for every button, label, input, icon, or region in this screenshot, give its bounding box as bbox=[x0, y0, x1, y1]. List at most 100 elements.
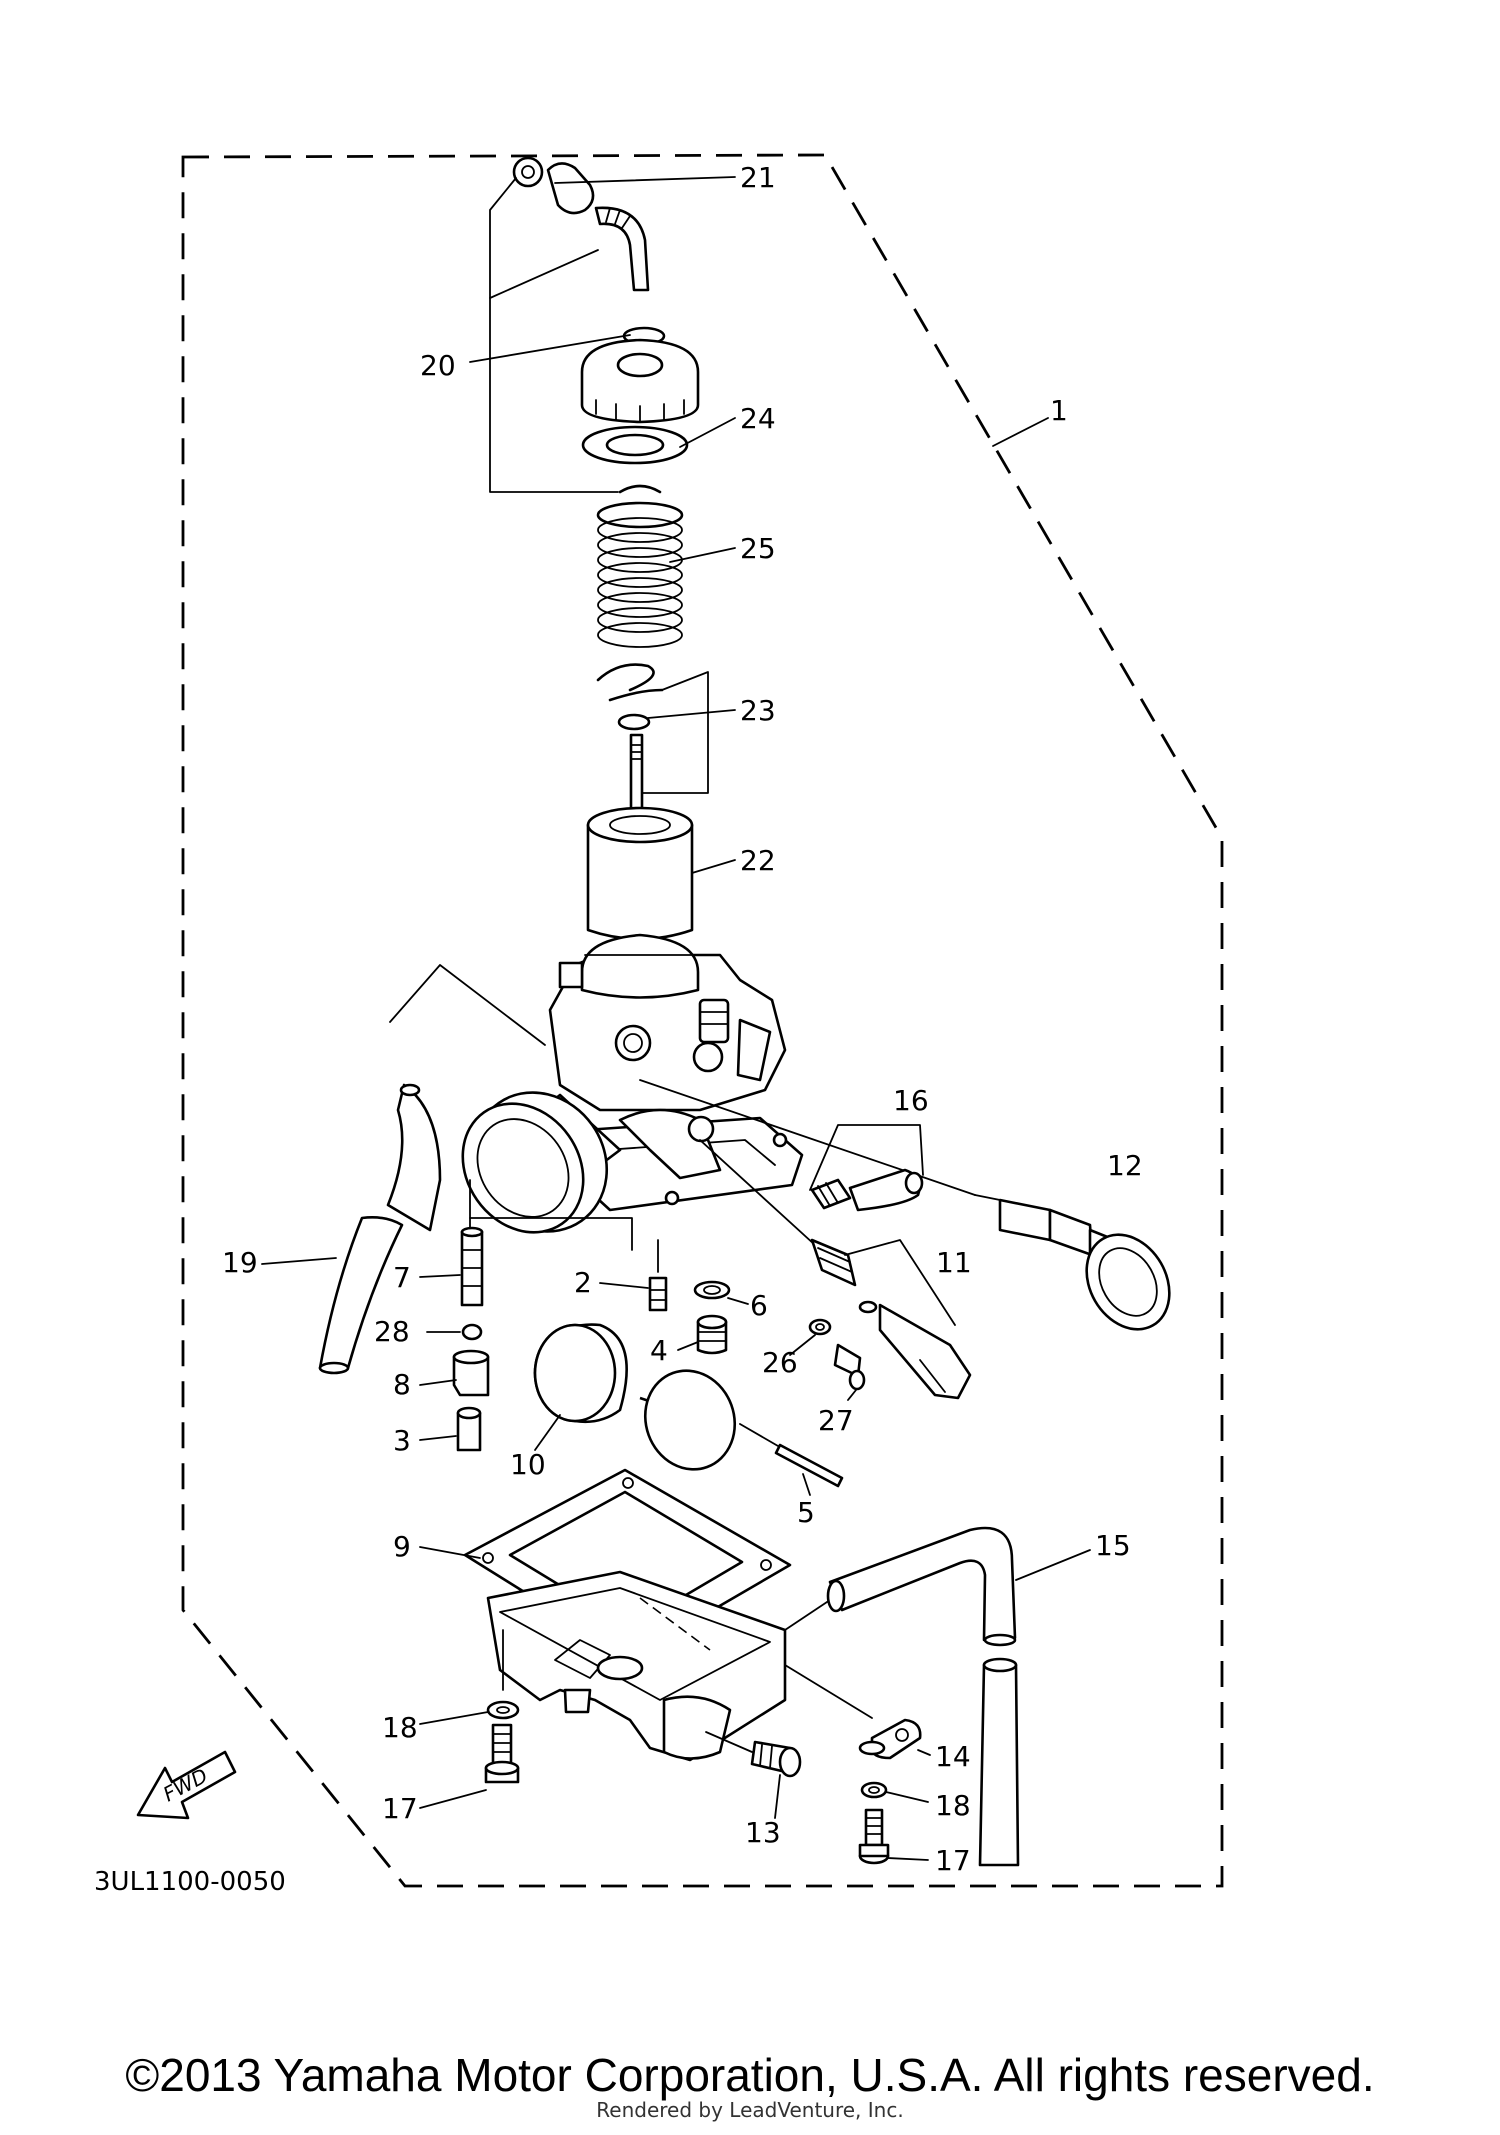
callout-25: 25 bbox=[740, 532, 776, 565]
callout-7: 7 bbox=[393, 1261, 411, 1294]
leader-21 bbox=[554, 176, 736, 184]
float-bowl bbox=[486, 1570, 787, 1762]
bracket-23 bbox=[641, 671, 709, 794]
main-jet-3 bbox=[456, 1406, 482, 1452]
leader-8 bbox=[419, 1379, 457, 1386]
axis-bowl-15 bbox=[784, 1599, 831, 1631]
leader-10 bbox=[534, 1414, 561, 1451]
callout-17b: 17 bbox=[935, 1844, 971, 1877]
jet-axis-bracket bbox=[469, 1217, 633, 1251]
throttle-stop-screw-11 bbox=[699, 1139, 972, 1400]
float-pin-5 bbox=[739, 1423, 844, 1488]
callout-28: 28 bbox=[374, 1315, 410, 1348]
pilot-screw-16 bbox=[810, 1168, 924, 1212]
callout-24: 24 bbox=[740, 402, 776, 435]
leader-15 bbox=[1015, 1549, 1091, 1581]
leader-4 bbox=[677, 1341, 699, 1351]
callout-13: 13 bbox=[745, 1816, 781, 1849]
callout-14: 14 bbox=[935, 1740, 971, 1773]
leader-17a bbox=[419, 1789, 487, 1809]
leader-6 bbox=[727, 1297, 749, 1305]
callout-3: 3 bbox=[393, 1424, 411, 1457]
vent-bracket bbox=[389, 964, 546, 1046]
axis-bowl-14 bbox=[784, 1664, 873, 1719]
throttle-valve-22 bbox=[586, 806, 694, 941]
leader-5 bbox=[802, 1473, 811, 1496]
gasket-ring-24 bbox=[581, 425, 689, 465]
overflow-tube-19 bbox=[318, 1083, 442, 1375]
bracket-20-25 bbox=[489, 177, 619, 493]
washer-18a bbox=[486, 1700, 520, 1720]
bracket-14 bbox=[858, 1718, 922, 1760]
screw-27 bbox=[833, 1343, 866, 1391]
callout-8: 8 bbox=[393, 1368, 411, 1401]
callout-17a: 17 bbox=[382, 1792, 418, 1825]
callout-27: 27 bbox=[818, 1404, 854, 1437]
leader-17b bbox=[887, 1857, 929, 1861]
drain-screw-13 bbox=[705, 1731, 802, 1778]
callout-18a: 18 bbox=[382, 1711, 418, 1744]
circlip bbox=[618, 484, 662, 494]
leader-1 bbox=[992, 417, 1049, 447]
mixing-chamber-top-24 bbox=[580, 338, 700, 424]
leader-24 bbox=[679, 417, 736, 448]
valve-seat-4 bbox=[696, 1314, 728, 1355]
needle-jet-holder-8 bbox=[452, 1349, 490, 1397]
air-intake-bore bbox=[461, 1091, 622, 1234]
fwd-arrow-icon: FWD bbox=[136, 1750, 237, 1820]
callout-20: 20 bbox=[420, 349, 456, 382]
leader-23 bbox=[647, 709, 736, 719]
callout-6: 6 bbox=[750, 1289, 768, 1322]
callout-26: 26 bbox=[762, 1346, 798, 1379]
bracket-11 bbox=[844, 1239, 956, 1326]
callout-1: 1 bbox=[1050, 394, 1068, 427]
washer-6 bbox=[693, 1280, 731, 1300]
leader-25 bbox=[669, 547, 736, 563]
throttle-cable-fitting bbox=[512, 156, 650, 292]
callout-15: 15 bbox=[1095, 1529, 1131, 1562]
leader-26 bbox=[789, 1334, 816, 1356]
callout-23: 23 bbox=[740, 694, 776, 727]
callout-2: 2 bbox=[574, 1266, 592, 1299]
o-ring-28 bbox=[461, 1323, 483, 1341]
leader-9 bbox=[419, 1546, 481, 1559]
callout-16: 16 bbox=[893, 1084, 929, 1117]
leader-13 bbox=[774, 1774, 781, 1819]
needle-clip-plate-23 bbox=[596, 663, 664, 731]
fuel-hose-15 bbox=[826, 1526, 1020, 1867]
callout-11: 11 bbox=[936, 1246, 972, 1279]
callout-21: 21 bbox=[740, 161, 776, 194]
float-10 bbox=[533, 1323, 737, 1471]
carburetor-body bbox=[548, 933, 804, 1212]
bracket-16 bbox=[809, 1124, 924, 1191]
callout-19: 19 bbox=[222, 1246, 258, 1279]
leader-18b bbox=[885, 1791, 929, 1803]
throttle-spring-25 bbox=[596, 501, 684, 648]
starter-plunger-12 bbox=[998, 1198, 1171, 1331]
callout-12: 12 bbox=[1107, 1149, 1143, 1182]
needle-jet-7 bbox=[460, 1226, 484, 1307]
axis-to-12 bbox=[974, 1194, 1001, 1201]
screw-17b bbox=[858, 1808, 890, 1865]
leader-27 bbox=[847, 1389, 857, 1401]
screw-17a bbox=[484, 1723, 520, 1784]
washer-26 bbox=[808, 1318, 832, 1336]
callout-9: 9 bbox=[393, 1530, 411, 1563]
washer-18b bbox=[860, 1781, 888, 1799]
assembly-boundary bbox=[181, 153, 1224, 1888]
callout-10: 10 bbox=[510, 1448, 546, 1481]
copyright-notice: ©2013 Yamaha Motor Corporation, U.S.A. A… bbox=[125, 2049, 1375, 2101]
leader-7 bbox=[419, 1274, 461, 1278]
leader-20 bbox=[469, 334, 631, 363]
callout-4: 4 bbox=[650, 1334, 668, 1367]
leader-3 bbox=[419, 1435, 457, 1441]
callout-22: 22 bbox=[740, 844, 776, 877]
pilot-jet-2 bbox=[648, 1239, 668, 1312]
callout-5: 5 bbox=[797, 1496, 815, 1529]
leader-18a bbox=[419, 1711, 489, 1725]
leader-14 bbox=[917, 1749, 931, 1756]
diagram-code: 3UL1100-0050 bbox=[94, 1867, 286, 1897]
rendered-by-watermark: Rendered by LeadVenture, Inc. bbox=[596, 2098, 904, 2122]
leader-19 bbox=[261, 1257, 337, 1265]
